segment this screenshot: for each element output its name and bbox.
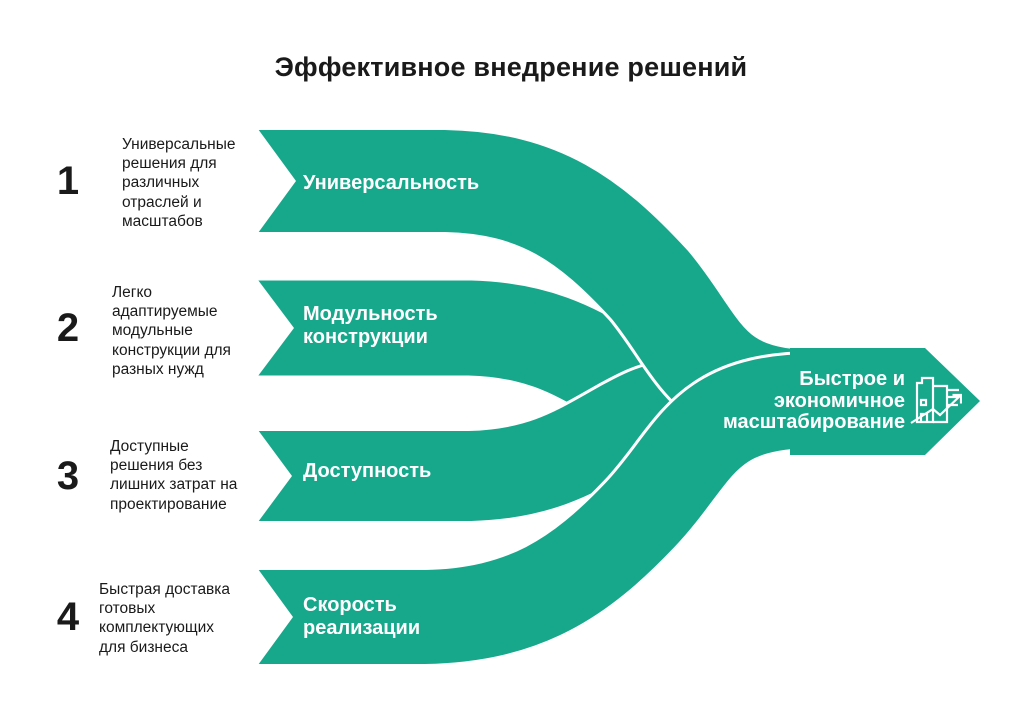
item-2-number: 2 xyxy=(56,306,80,350)
result-label: Быстрое и экономичное масштабирование xyxy=(723,368,906,433)
item-2-description: Легко адаптируемые модульные конструкции… xyxy=(112,284,231,378)
item-1-number: 1 xyxy=(56,159,80,203)
building-growth-icon xyxy=(910,376,962,424)
result-arrow xyxy=(790,348,980,455)
chevron-notch-2 xyxy=(258,280,294,376)
item-1-description: Универсальные решения для различных отра… xyxy=(122,136,236,230)
chevron-notch-1 xyxy=(258,129,296,233)
item-4-band-label: Скорость реализации xyxy=(303,594,421,639)
ribbon-4 xyxy=(258,354,817,664)
item-4-description: Быстрая доставка готовых комплектующих д… xyxy=(99,581,231,656)
item-3-band-label: Доступность xyxy=(303,460,432,482)
item-3-description: Доступные решения без лишних затрат на п… xyxy=(110,438,238,513)
item-2-band-label: Модульность конструкции xyxy=(303,303,438,348)
item-3-number: 3 xyxy=(56,454,80,498)
chevron-notch-4 xyxy=(258,569,293,665)
diagram-title: Эффективное внедрение решений xyxy=(274,52,748,82)
item-1-band-label: Универсальность xyxy=(303,172,480,194)
chevron-notch-3 xyxy=(258,430,292,522)
item-4-number: 4 xyxy=(56,595,80,639)
